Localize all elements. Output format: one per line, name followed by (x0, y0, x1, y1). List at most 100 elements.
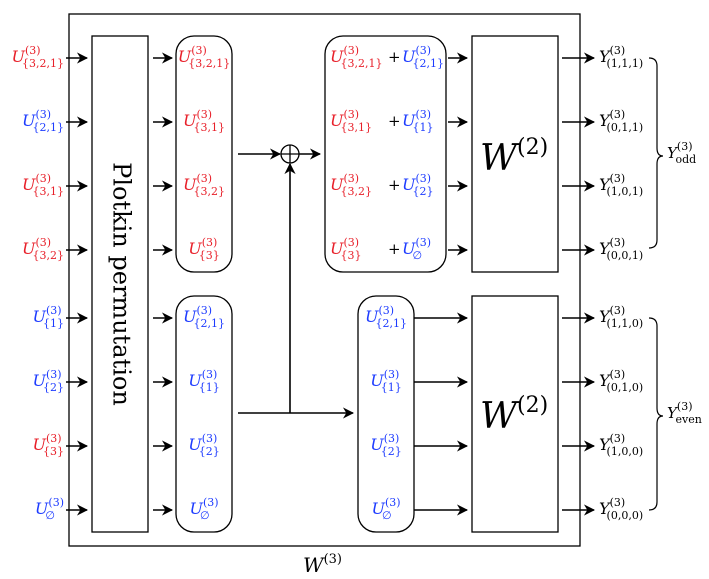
sum-row-2: U(3){3,2}+U(3){2} (330, 172, 433, 198)
xor-node (280, 144, 300, 164)
lower-entry-3-sup: (3) (203, 496, 219, 509)
upper-entry-1-sup: (3) (196, 108, 212, 121)
brace-even-label: Y(3)even (667, 400, 702, 426)
brace-even (648, 317, 664, 511)
output-0: Y(3)(1,1,1) (599, 44, 643, 70)
input-6: U(3){3} (33, 432, 64, 458)
input-1-sup: (3) (36, 108, 52, 121)
input-1: U(3){2,1} (22, 108, 64, 134)
svg-text:Y(3)(1,1,1): Y(3)(1,1,1) (599, 44, 643, 70)
upper-entry-1-letter: U (183, 111, 197, 130)
sum-a-2-letter: U (330, 175, 344, 194)
copy-entry-3: U(3)∅ (371, 496, 400, 522)
sum-b-0-sub: {2,1} (412, 57, 444, 70)
sum-plus-2: + (388, 176, 401, 194)
svg-text:U(3){2}: U(3){2} (402, 172, 433, 198)
brace-even-sup: (3) (677, 400, 693, 413)
input-6-sub: {3} (43, 445, 64, 458)
input-5-letter: U (33, 371, 47, 390)
svg-text:U(3)∅: U(3)∅ (35, 496, 64, 522)
svg-text:Y(3)(1,1,0): Y(3)(1,1,0) (599, 304, 643, 330)
svg-text:U(3){3,2}: U(3){3,2} (22, 236, 64, 262)
copy-entry-0-letter: U (365, 307, 379, 326)
sum-b-0-sup: (3) (415, 44, 431, 57)
upper-entry-3-letter: U (188, 239, 202, 258)
svg-text:U(3){3}: U(3){3} (330, 236, 361, 262)
lower-entry-3-letter: U (189, 499, 203, 518)
input-5-sup: (3) (46, 368, 62, 381)
outer-w3-label: W(3) (303, 552, 342, 577)
brace-odd-label: Y(3)odd (667, 140, 696, 166)
svg-text:U(3){3,2}: U(3){3,2} (330, 172, 372, 198)
sum-a-3-sub: {3} (340, 249, 361, 262)
output-1-letter: Y (599, 111, 611, 130)
copy-entry-2-sup: (3) (384, 432, 400, 445)
plotkin-box (91, 35, 149, 533)
output-5-sup: (3) (610, 368, 626, 381)
sum-a-2-sup: (3) (343, 172, 359, 185)
lower-entry-1: U(3){1} (188, 368, 219, 394)
lower-group-box (175, 295, 233, 533)
upper-entry-0: U(3){3,2,1} (178, 44, 230, 70)
input-3-letter: U (22, 239, 36, 258)
sum-b-3-sub: ∅ (412, 249, 422, 262)
upper-entry-0-sup: (3) (191, 44, 207, 57)
svg-text:U(3){3,2,1}: U(3){3,2,1} (178, 44, 230, 70)
lower-entry-1-letter: U (188, 371, 202, 390)
output-7-sup: (3) (610, 496, 626, 509)
svg-text:U(3)∅: U(3)∅ (402, 236, 431, 262)
sum-a-0: U(3){3,2,1} (330, 44, 382, 70)
lower-entry-0-letter: U (183, 307, 197, 326)
copy-entry-2: U(3){2} (370, 432, 401, 458)
svg-text:Y(3)(1,0,1): Y(3)(1,0,1) (599, 172, 643, 198)
output-4-letter: Y (599, 307, 611, 326)
svg-text:U(3){3,1}: U(3){3,1} (22, 172, 64, 198)
brace-odd-base: Y (667, 144, 679, 162)
output-0-sup: (3) (610, 44, 626, 57)
w2-upper-base: W (480, 138, 520, 179)
copy-entry-0: U(3){2,1} (365, 304, 407, 330)
output-0-letter: Y (599, 47, 611, 66)
brace-odd (648, 57, 664, 249)
lower-entry-1-sup: (3) (202, 368, 218, 381)
input-0: U(3){3,2,1} (12, 44, 64, 70)
w2-upper-sup: (2) (517, 135, 548, 160)
w2-lower-box (471, 295, 559, 533)
output-2-letter: Y (599, 175, 611, 194)
copy-entry-1-sup: (3) (384, 368, 400, 381)
output-7-letter: Y (599, 499, 611, 518)
output-3-sub: (0,0,1) (607, 249, 644, 262)
sum-a-0-letter: U (330, 47, 344, 66)
output-4-sub: (1,1,0) (607, 317, 644, 330)
output-6: Y(3)(1,0,0) (599, 432, 643, 458)
input-4-sup: (3) (46, 304, 62, 317)
sum-plus-3: + (388, 240, 401, 258)
input-0-sup: (3) (25, 44, 41, 57)
outer-w3-base: W (303, 553, 325, 577)
output-5: Y(3)(0,1,0) (599, 368, 643, 394)
upper-entry-2-letter: U (183, 175, 197, 194)
sum-a-0-sub: {3,2,1} (340, 57, 382, 70)
w2-upper-label: W(2) (480, 135, 548, 179)
lower-entry-0-sub: {2,1} (193, 317, 225, 330)
input-0-sub: {3,2,1} (22, 57, 64, 70)
svg-text:Y(3)(0,1,1): Y(3)(0,1,1) (599, 108, 643, 134)
copy-entry-0-sup: (3) (378, 304, 394, 317)
output-1-sup: (3) (610, 108, 626, 121)
svg-text:Y(3)(0,0,1): Y(3)(0,0,1) (599, 236, 643, 262)
input-2-letter: U (22, 175, 36, 194)
sum-b-3-sup: (3) (415, 236, 431, 249)
upper-entry-1: U(3){3,1} (183, 108, 225, 134)
copy-entry-1-sub: {1} (381, 381, 402, 394)
sum-a-0-sup: (3) (343, 44, 359, 57)
svg-text:Y(3)(1,0,0): Y(3)(1,0,0) (599, 432, 643, 458)
output-2-sub: (1,0,1) (607, 185, 644, 198)
lower-entry-2-letter: U (188, 435, 202, 454)
sum-a-2: U(3){3,2} (330, 172, 372, 198)
svg-text:U(3){3,1}: U(3){3,1} (330, 108, 372, 134)
sum-b-2-sub: {2} (412, 185, 433, 198)
input-3-sub: {3,2} (33, 249, 65, 262)
svg-text:U(3){2}: U(3){2} (370, 432, 401, 458)
copy-entry-3-letter: U (371, 499, 385, 518)
